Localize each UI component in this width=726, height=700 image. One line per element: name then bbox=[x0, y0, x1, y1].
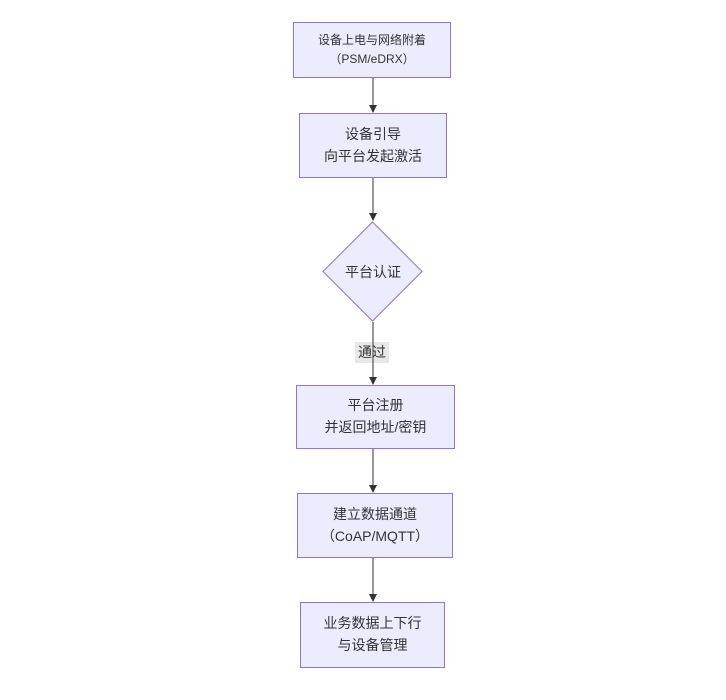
flow-node-business-data: 业务数据上下行 与设备管理 bbox=[300, 602, 445, 668]
node-text-line: 设备引导 bbox=[345, 125, 401, 142]
flow-node-platform-auth: 平台认证 bbox=[322, 221, 424, 323]
node-text-line: 平台注册 bbox=[347, 397, 404, 414]
node-text-line: 向平台发起激活 bbox=[324, 147, 422, 164]
node-text-line: （CoAP/MQTT） bbox=[320, 527, 430, 544]
flow-node-platform-register: 平台注册 并返回地址/密钥 bbox=[296, 385, 455, 449]
node-text-line: （PSM/eDRX） bbox=[329, 52, 415, 66]
node-text-line: 并返回地址/密钥 bbox=[324, 419, 427, 435]
node-text-line: 业务数据上下行 bbox=[323, 615, 422, 632]
flow-node-data-channel: 建立数据通道 （CoAP/MQTT） bbox=[297, 493, 453, 558]
edge-label-pass: 通过 bbox=[355, 342, 389, 363]
node-text-line: 设备上电与网络附着 bbox=[317, 33, 426, 48]
node-text-line: 建立数据通道 bbox=[333, 505, 417, 522]
node-text-line: 与设备管理 bbox=[337, 637, 408, 653]
node-text-line: 平台认证 bbox=[345, 264, 401, 280]
flow-node-power-network-attach: 设备上电与网络附着 （PSM/eDRX） bbox=[293, 22, 451, 78]
flow-node-device-bootstrap: 设备引导 向平台发起激活 bbox=[299, 113, 447, 178]
